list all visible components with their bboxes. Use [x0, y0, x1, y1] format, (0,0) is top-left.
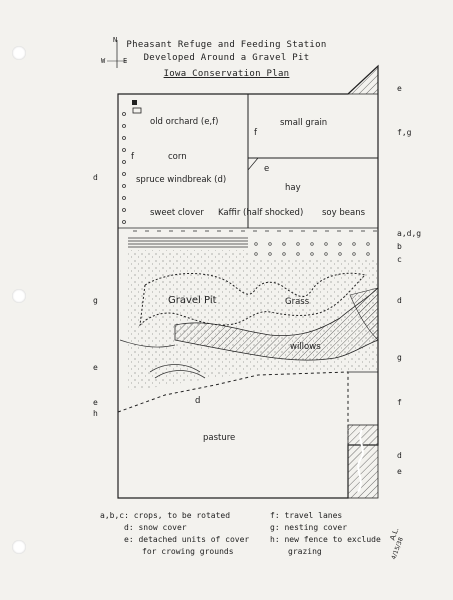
- side-letter-e2: e: [397, 467, 402, 476]
- side-letter-g: g: [397, 353, 402, 362]
- legend-e1: e: detached units of cover: [124, 535, 250, 544]
- label-small-grain: small grain: [280, 118, 328, 128]
- punch-hole-bottom: [12, 540, 26, 554]
- label-soy-beans: soy beans: [322, 208, 366, 218]
- label-f-grain: f: [254, 128, 257, 138]
- label-pasture: pasture: [203, 433, 236, 443]
- label-spruce-windbreak: spruce windbreak (d): [136, 175, 227, 185]
- legend-abc: a,b,c: crops, to be rotated: [100, 511, 231, 520]
- label-gravel-pit: Gravel Pit: [168, 295, 217, 306]
- label-grass: Grass: [285, 297, 310, 307]
- side-letter-left-e: e: [93, 363, 98, 372]
- compass-n: N: [113, 36, 118, 44]
- side-letter-d: d: [397, 296, 402, 305]
- compass-w: W: [101, 57, 106, 65]
- legend-h1: h: new fence to exclude: [270, 535, 381, 544]
- legend-f: f: travel lanes: [270, 511, 343, 520]
- side-letter-left-e2: e: [93, 398, 98, 407]
- title-line-1: Pheasant Refuge and Feeding Station: [126, 40, 327, 50]
- label-willows: willows: [290, 342, 321, 352]
- title-line-2: Developed Around a Gravel Pit: [143, 53, 310, 63]
- legend-e2: for crowing grounds: [142, 547, 234, 556]
- label-kaffir: Kaffir (half shocked): [218, 208, 304, 218]
- side-letter-f: f: [397, 398, 402, 407]
- label-old-orchard: old orchard (e,f): [150, 117, 219, 127]
- punch-hole-top: [12, 46, 26, 60]
- label-f-orchard: f: [131, 152, 134, 162]
- side-letter-e-top: e: [397, 84, 402, 93]
- side-letter-adg: a,d,g: [397, 229, 422, 238]
- side-letter-fg: f,g: [397, 128, 412, 137]
- label-d-inner: d: [195, 396, 201, 406]
- label-hay: hay: [285, 183, 301, 193]
- side-letter-d2: d: [397, 451, 402, 460]
- side-letter-b: b: [397, 242, 402, 251]
- punch-hole-middle: [12, 289, 26, 303]
- side-letter-left-h: h: [93, 409, 98, 418]
- legend-g: g: nesting cover: [270, 523, 348, 532]
- label-e-hay: e: [264, 164, 270, 174]
- legend-h2: grazing: [288, 547, 322, 556]
- label-sweet-clover: sweet clover: [150, 208, 204, 218]
- side-letter-left-d: d: [93, 173, 98, 182]
- side-letter-left-g: g: [93, 296, 98, 305]
- plan-subtitle: Iowa Conservation Plan: [163, 69, 290, 79]
- side-letter-c: c: [397, 255, 402, 264]
- legend-d: d: snow cover: [124, 523, 187, 532]
- label-corn: corn: [168, 152, 187, 162]
